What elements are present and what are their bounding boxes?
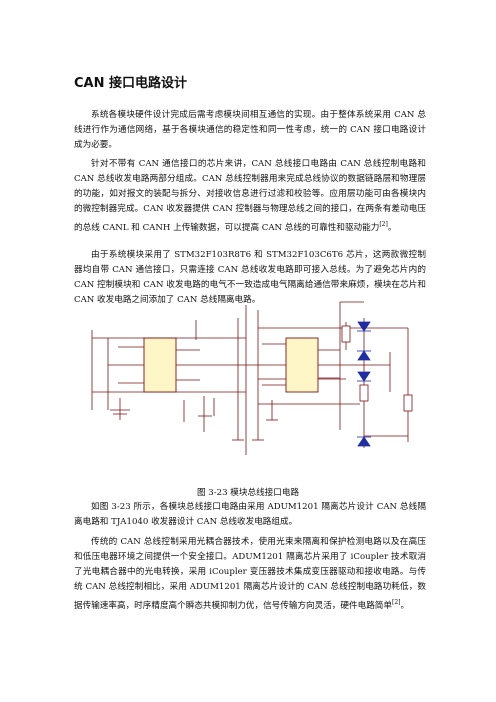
figure-caption: 图 3-23 模块总线接口电路 (196, 488, 300, 498)
paragraph-5: 传统的 CAN 总线控制采用光耦合器技术，使用光束来隔离和保护检测电路以及在高压… (74, 537, 426, 611)
paragraph-1: 系统各模块硬件设计完成后需考虑模块间相互通信的实现。由于整体系统采用 CAN 总… (74, 110, 426, 150)
paragraph-3: 由于系统模块采用了 STM32F103R8T6 和 STM32F103C6T6 … (74, 250, 426, 305)
paragraph-4: 如图 3-23 所示，各模块总线接口电路由采用 ADUM1201 隔离芯片设计 … (74, 502, 426, 527)
citation-ref: [2] (391, 599, 401, 606)
citation-ref: [2] (379, 221, 388, 228)
section-heading: CAN 接口电路设计 (74, 76, 188, 91)
paragraph-2: 针对不带有 CAN 通信接口的芯片来讲，CAN 总线接口电路由 CAN 总线控制… (74, 159, 426, 233)
